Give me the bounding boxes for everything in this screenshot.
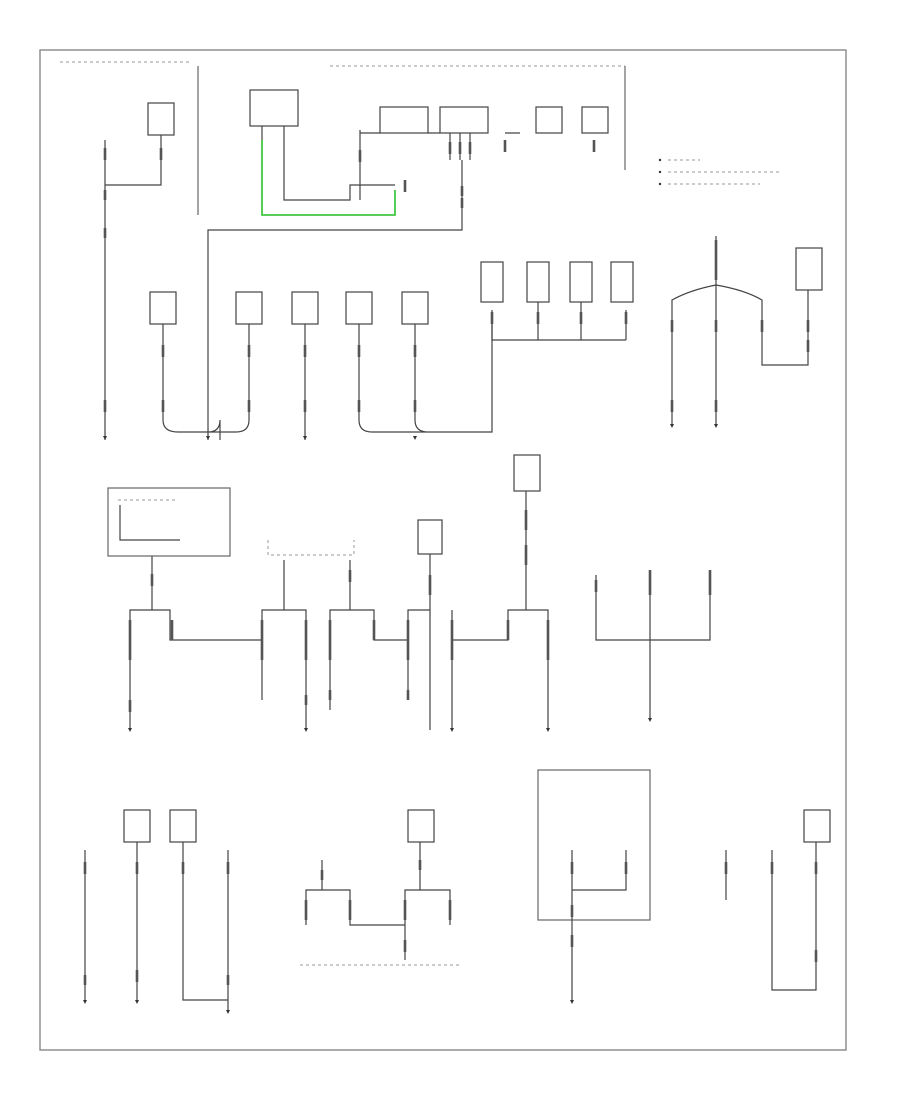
connector-rh-horn xyxy=(480,261,504,303)
third-row xyxy=(107,454,712,732)
connector-lh-turn xyxy=(291,291,319,325)
connector-rh-headlamp xyxy=(610,261,634,303)
top-section xyxy=(60,61,780,440)
connector-steering xyxy=(169,809,197,843)
connector-fan xyxy=(401,291,429,325)
connector-diagnostic xyxy=(417,519,443,555)
connector-lh-fog xyxy=(235,291,263,325)
connector-blower xyxy=(123,809,151,843)
second-row xyxy=(103,236,823,440)
connector-rh-turn xyxy=(569,261,593,303)
legend xyxy=(658,158,780,186)
diagram-border xyxy=(39,49,847,1051)
bottom-row xyxy=(83,769,831,1014)
connector-radio xyxy=(407,809,435,843)
connector-relay-2 xyxy=(439,106,489,134)
connector-rh-fog xyxy=(526,261,550,303)
connector-rear-frame xyxy=(537,769,651,921)
connector-lh-headlamp xyxy=(147,102,175,136)
connector-battery xyxy=(795,247,823,291)
connector-relay-3 xyxy=(535,106,563,134)
connector-tcm xyxy=(513,454,541,492)
connector-condenser xyxy=(345,291,373,325)
connector-rear-light xyxy=(803,809,831,843)
connector-relay-4 xyxy=(581,106,609,134)
connector-instrument-panel xyxy=(107,487,231,557)
connector-lh-horn xyxy=(149,291,177,325)
connector-pcm xyxy=(249,89,299,127)
connector-relay-1 xyxy=(379,106,429,134)
